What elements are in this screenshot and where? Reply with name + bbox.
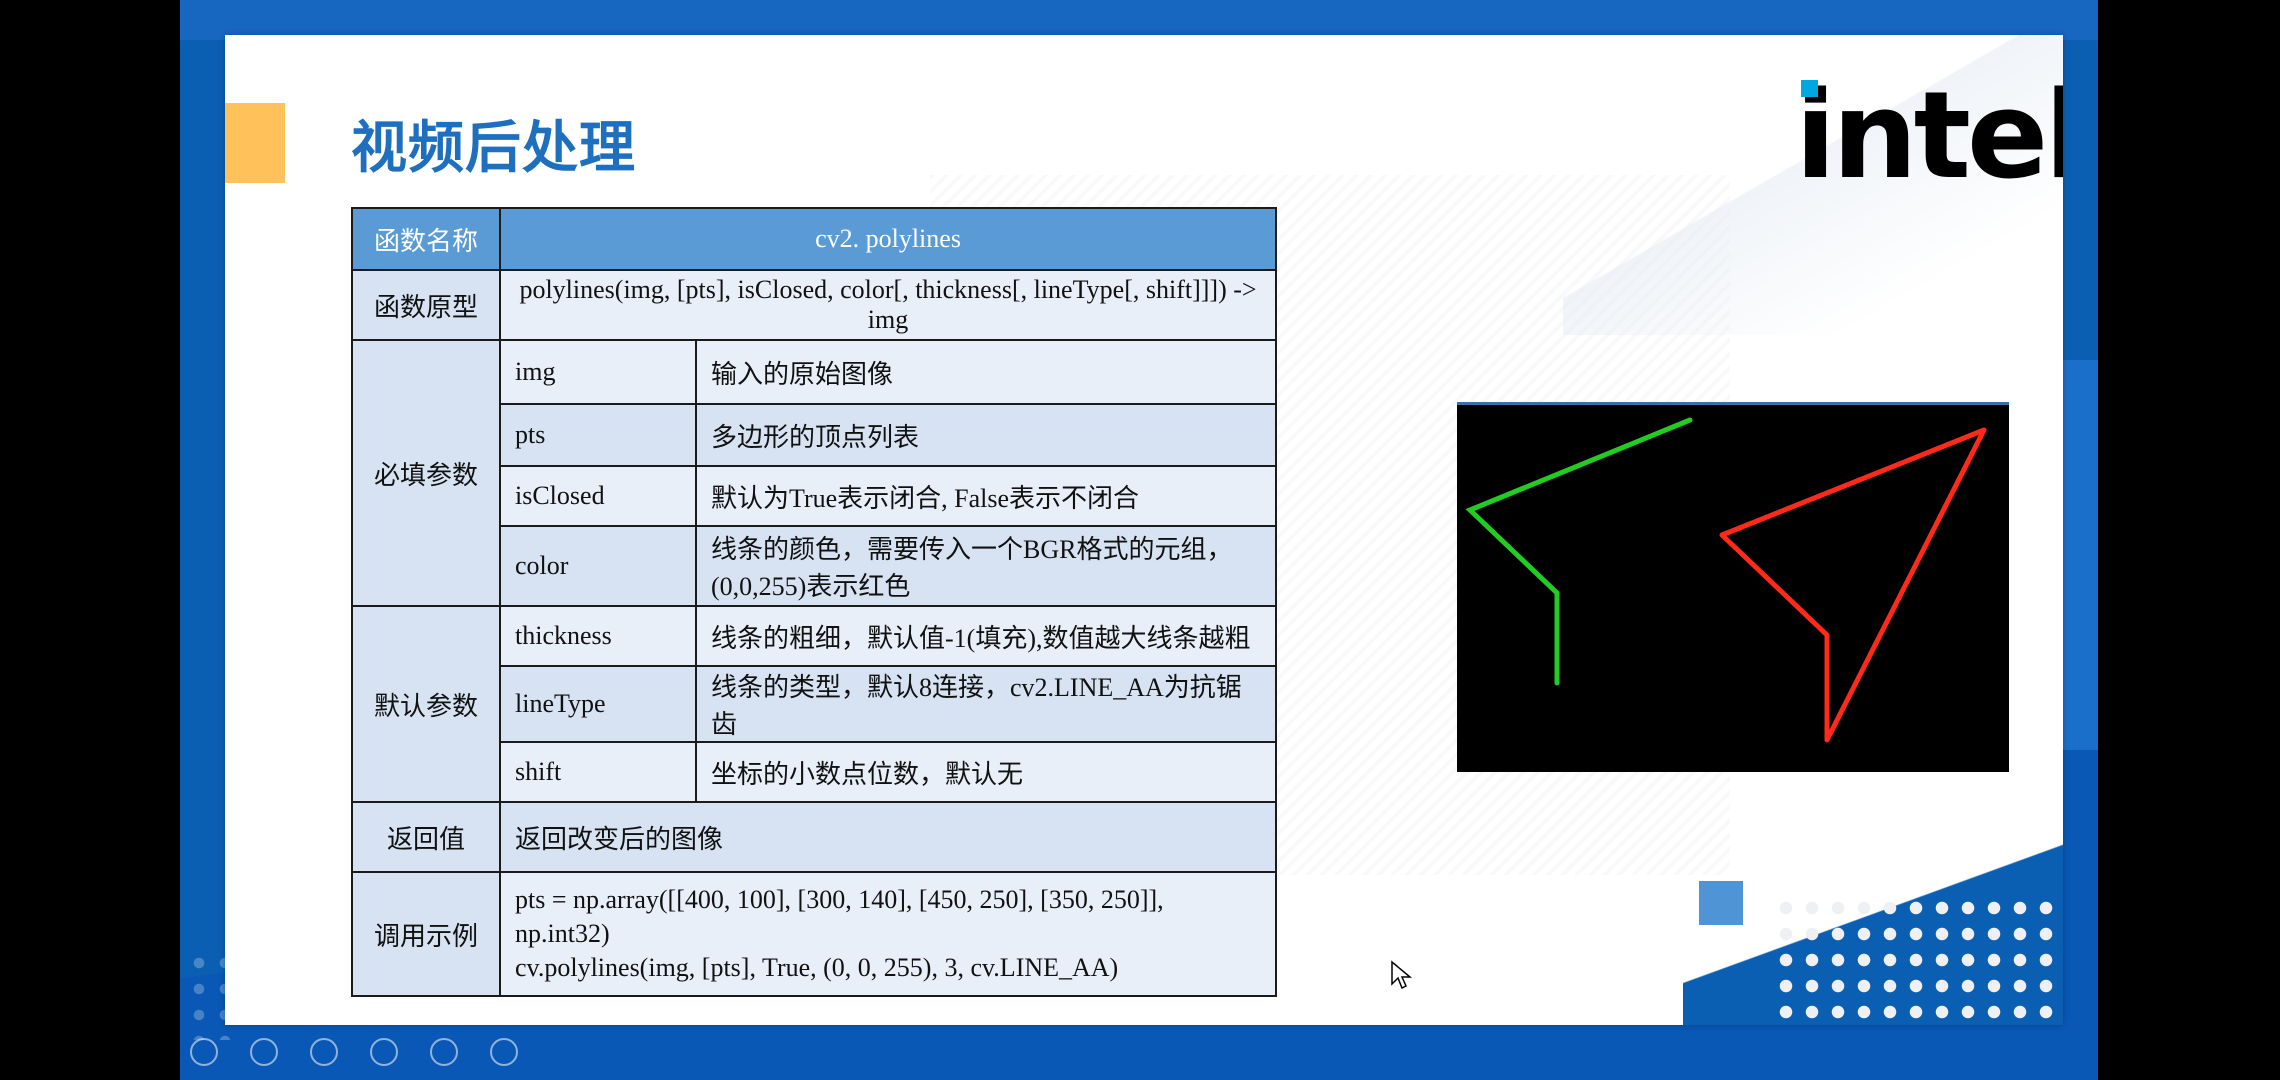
return-value: 返回改变后的图像 xyxy=(499,801,1277,873)
next-icon[interactable] xyxy=(250,1038,278,1066)
param-desc: 输入的原始图像 xyxy=(695,339,1277,405)
param-desc: 默认为True表示闭合, False表示不闭合 xyxy=(695,465,1277,527)
prototype-value: polylines(img, [pts], isClosed, color[, … xyxy=(499,269,1277,341)
slide-title: 视频后处理 xyxy=(351,116,636,181)
closed-polyline xyxy=(1719,427,1987,743)
slide: 视频后处理 intel 函数名称 cv2. polylines 函数原型 pol… xyxy=(225,35,2063,1025)
function-table: 函数名称 cv2. polylines 函数原型 polylines(img, … xyxy=(351,207,1277,997)
param-desc: 线条的类型，默认8连接，cv2.LINE_AA为抗锯齿 xyxy=(695,665,1277,743)
param-name: pts xyxy=(499,403,697,467)
function-name-label: 函数名称 xyxy=(351,207,501,271)
mouse-cursor-icon xyxy=(1391,960,1413,990)
param-name: lineType xyxy=(499,665,697,743)
default-params-label: 默认参数 xyxy=(351,605,501,803)
accent-square xyxy=(225,103,285,183)
example-code: pts = np.array([[400, 100], [300, 140], … xyxy=(499,871,1277,997)
intel-logo-dot xyxy=(1801,80,1818,97)
more-icon[interactable] xyxy=(490,1038,518,1066)
function-name-value: cv2. polylines xyxy=(499,207,1277,271)
param-desc: 线条的粗细，默认值-1(填充),数值越大线条越粗 xyxy=(695,605,1277,667)
previous-icon[interactable] xyxy=(190,1038,218,1066)
polylines-demo-image xyxy=(1457,402,2009,772)
zoom-icon[interactable] xyxy=(430,1038,458,1066)
param-desc: 多边形的顶点列表 xyxy=(695,403,1277,467)
blue-square-decoration xyxy=(1699,881,1743,925)
required-params-label: 必填参数 xyxy=(351,339,501,607)
param-desc: 坐标的小数点位数，默认无 xyxy=(695,741,1277,803)
pen-icon[interactable] xyxy=(310,1038,338,1066)
top-band xyxy=(180,0,2098,40)
param-desc: 线条的颜色，需要传入一个BGR格式的元组，(0,0,255)表示红色 xyxy=(695,525,1277,607)
slideshow-toolbar xyxy=(190,1038,518,1066)
example-line: cv.polylines(img, [pts], True, (0, 0, 25… xyxy=(515,953,1119,982)
param-name: img xyxy=(499,339,697,405)
return-label: 返回值 xyxy=(351,801,501,873)
param-name: shift xyxy=(499,741,697,803)
param-name: color xyxy=(499,525,697,607)
param-name: thickness xyxy=(499,605,697,667)
example-label: 调用示例 xyxy=(351,871,501,997)
open-polyline xyxy=(1465,417,1693,686)
intel-logo: intel xyxy=(1795,67,2063,206)
prototype-label: 函数原型 xyxy=(351,269,501,341)
dot-grid-decoration xyxy=(1773,895,2063,1025)
example-line: pts = np.array([[400, 100], [300, 140], … xyxy=(515,885,1164,948)
param-name: isClosed xyxy=(499,465,697,527)
grid-icon[interactable] xyxy=(370,1038,398,1066)
